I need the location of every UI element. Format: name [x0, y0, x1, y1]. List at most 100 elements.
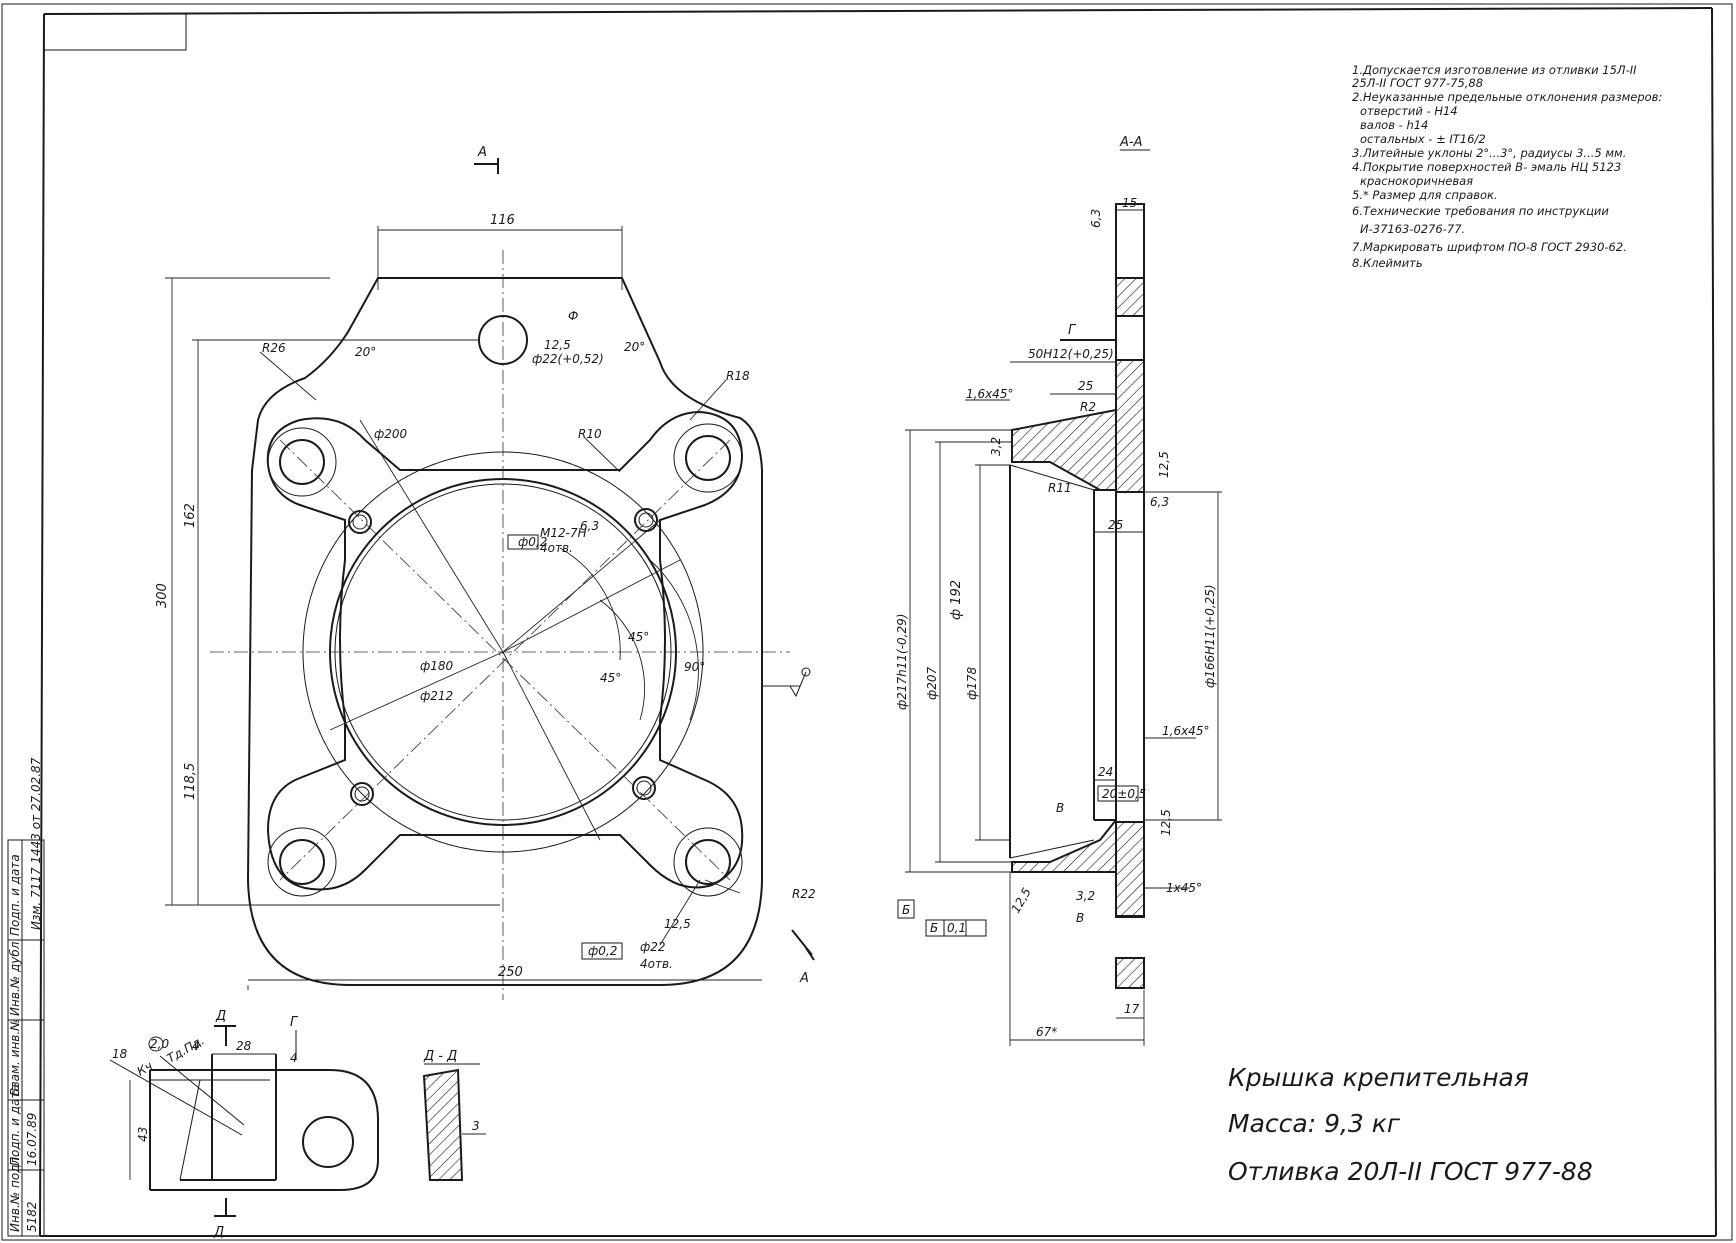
dim-25-mid: 25 [1108, 518, 1123, 532]
stamp-cell-3: Взам. инв.№ [8, 1018, 22, 1096]
hole-bottom-left [279, 839, 325, 885]
thread-hole-1 [348, 510, 372, 534]
dim-162: 162 [183, 503, 198, 528]
chamfer-mid: 1,6х45° [1162, 724, 1209, 738]
roughness-63-top: 6,3 [1089, 209, 1103, 228]
label-v-bottom: В [1076, 911, 1084, 925]
part-casting: Отливка 20Л-II ГОСТ 977-88 [1228, 1157, 1593, 1186]
dim-192: ф 192 [949, 580, 964, 620]
stamp-cell-5: Подп. и дата [8, 854, 22, 936]
roughness-63-right: 6,3 [1150, 495, 1169, 509]
dim-67: 67* [1036, 1025, 1057, 1039]
thread-hole-3 [350, 782, 374, 806]
radius-r11: R11 [1048, 481, 1072, 495]
holes-count: 4отв. [640, 957, 673, 971]
note-6: 6.Технические требования по инструкции [1352, 204, 1609, 218]
section-label: А-А [1119, 135, 1142, 150]
label-tadla: Тд.Пд. [165, 1033, 207, 1065]
dim-300: 300 [155, 583, 170, 608]
stamp-value-1: 5182 [25, 1201, 39, 1232]
arrow-g: Г [1060, 323, 1116, 341]
note-6b: И-37163-0276-77. [1360, 222, 1465, 236]
side-stamp: Инв.№ подл. Подп. и дата Взам. инв.№ Инв… [7, 757, 45, 1237]
roughness-125-small: 12,5 [1159, 809, 1173, 836]
dim-43: 43 [136, 1127, 150, 1142]
note-2c: остальных - ± IT16/2 [1360, 132, 1486, 146]
radius-r10: R10 [578, 427, 602, 441]
section-d-view: Д - Д 3 [422, 1049, 486, 1181]
dim-4b: 4 [290, 1051, 298, 1065]
note-4: 4.Покрытие поверхностей В- эмаль НЦ 5123 [1352, 160, 1621, 174]
angle-90: 90° [684, 660, 705, 674]
dim-250: 250 [498, 965, 523, 980]
dim-118: 118,5 [183, 763, 198, 800]
section-d-thickness: 3 [472, 1119, 480, 1133]
d-mark-bottom: Д [213, 1225, 224, 1240]
holes-diameter: ф22 [640, 940, 666, 954]
note-3: 3.Литейные уклоны 2°...3°, радиусы 3...5… [1352, 146, 1626, 160]
holes-tolerance: ф0,2 [588, 944, 617, 958]
label-kv: Кч [135, 1059, 156, 1079]
svg-text:А: А [799, 971, 809, 986]
dim-28: 28 [236, 1039, 252, 1053]
hole-top-right [685, 435, 731, 481]
label-18: 18 [112, 1047, 128, 1061]
boss-outline [266, 410, 744, 891]
diameter-180: ф180 [420, 659, 454, 673]
dim-15: 15 [1122, 196, 1137, 210]
dim-17: 17 [1124, 1002, 1140, 1016]
dim-207: ф207 [925, 666, 939, 700]
roughness-holes: 12,5 [664, 917, 691, 931]
diameter-22-top: ф22(+0,52) [532, 352, 604, 366]
angle-45-b: 45° [600, 671, 621, 685]
angle-20-right: 20° [624, 340, 645, 354]
note-8: 8.Клеймить [1352, 256, 1423, 270]
thread-count: 4отв. [540, 541, 573, 555]
diameter-200: ф200 [374, 427, 408, 441]
chamfer-top: 1,6х45° [966, 387, 1013, 401]
d-mark-top: Д [215, 1009, 226, 1024]
radius-r26: R26 [262, 341, 286, 355]
roughness-32: 3,2 [989, 437, 1003, 456]
dim-217: ф217h11(-0,29) [895, 614, 909, 710]
angle-45-a: 45° [628, 630, 649, 644]
thread-roughness: 6,3 [580, 519, 599, 533]
svg-text:А: А [477, 145, 487, 160]
chamfer-low: 1х45° [1166, 881, 1202, 895]
dim-25-top: 25 [1078, 379, 1093, 393]
note-1: 1.Допускается изготовление из отливки 15… [1352, 63, 1637, 77]
stamp-cell-2: Подп. и дата [8, 1084, 22, 1166]
roughness-125-left: 12,5 [1008, 885, 1033, 915]
thread-hole-2 [634, 508, 658, 532]
hole-top-left [279, 439, 325, 485]
radius-r22: R22 [792, 887, 816, 901]
svg-text:Г: Г [1068, 323, 1077, 338]
thread-tolerance-frame [507, 534, 539, 550]
detail-roughness: 2,0 [150, 1037, 169, 1051]
tolerance-value: 0,1 [947, 921, 966, 935]
sheet-frame [1, 3, 1733, 1241]
note-1b: 25Л-II ГОСТ 977-75,88 [1352, 76, 1483, 90]
stamp-cell-1: Инв.№ подл. [8, 1153, 22, 1232]
section-d-label: Д - Д [423, 1049, 457, 1064]
dim-24: 24 [1098, 765, 1113, 779]
thread-tolerance: ф0,2 [518, 535, 547, 549]
note-4b: краснокоричневая [1360, 174, 1473, 188]
note-2b: валов - h14 [1360, 118, 1428, 132]
hole-bottom-right [685, 839, 731, 885]
section-arrow-bottom: А [791, 929, 815, 986]
diameter-212: ф212 [420, 689, 453, 703]
stamp-cell-4: Инв.№ дубл. [8, 938, 22, 1016]
dim-4a: 4 [192, 1039, 200, 1053]
part-name: Крышка крепительная [1228, 1063, 1529, 1092]
flange-outline [246, 277, 763, 986]
tolerance-datum: Б [930, 921, 938, 935]
roughness-32-low: 3,2 [1076, 889, 1095, 903]
note-5: 5.* Размер для справок. [1352, 188, 1498, 202]
angle-20-left: 20° [355, 345, 376, 359]
technical-notes: 1.Допускается изготовление из отливки 15… [1352, 63, 1662, 270]
dim-166: ф166Н11(+0,25) [1203, 584, 1217, 688]
stamp-handwritten: Изм. 7117 1443 от 27.02.87 [29, 757, 43, 930]
detail-view: Д Д Г Кч Тд.Пд. 18 2,0 4 28 4 43 [109, 1009, 379, 1240]
